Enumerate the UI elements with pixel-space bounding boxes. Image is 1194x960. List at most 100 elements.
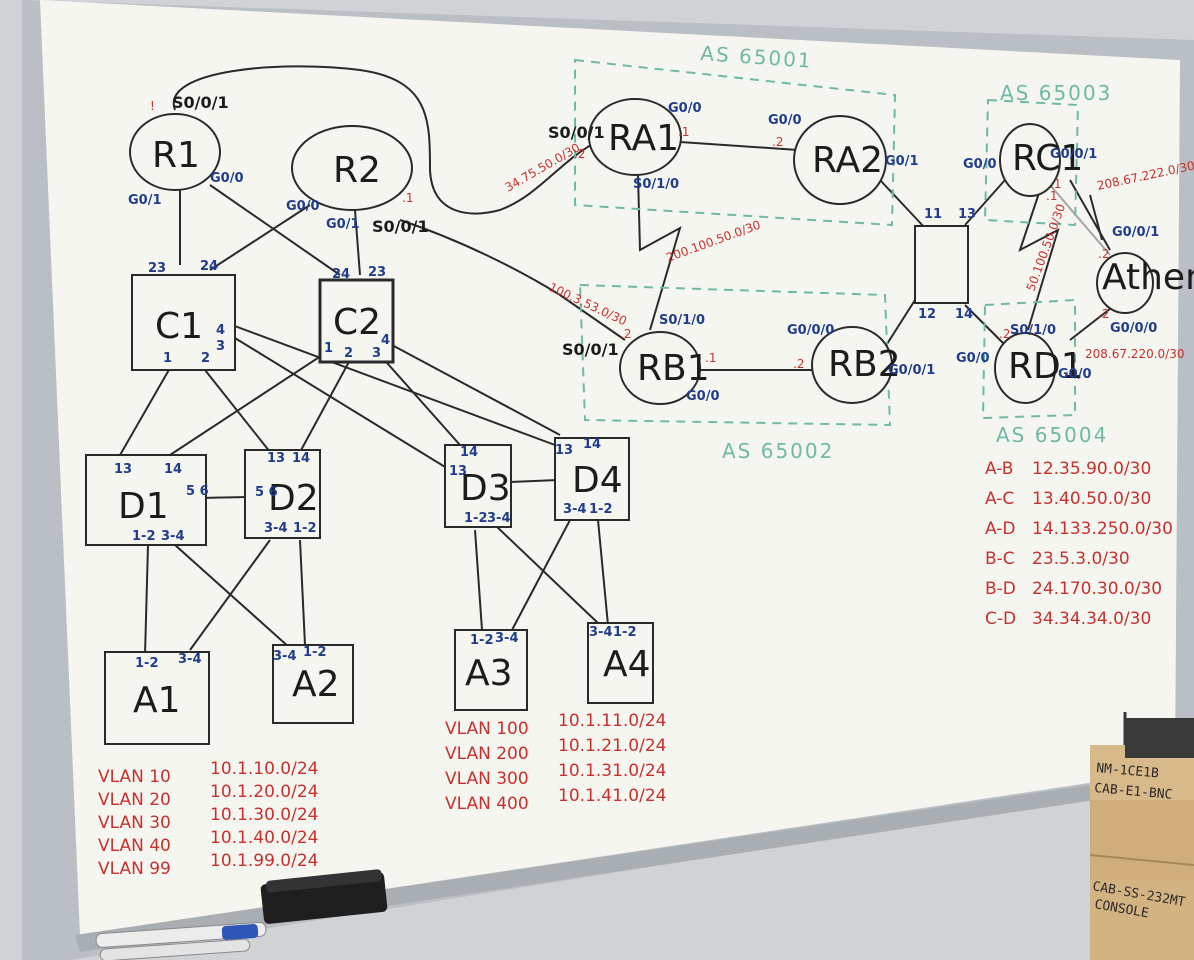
router-label: RB2	[828, 344, 901, 385]
as-link-pair: A-B	[985, 459, 1013, 479]
port-label: 4	[381, 333, 390, 348]
port-label: G0/0	[686, 389, 720, 404]
port-label: 2	[201, 351, 210, 366]
as-link-pair: B-C	[985, 549, 1015, 569]
port-label: 4	[216, 323, 225, 338]
port-label: G0/0	[210, 171, 244, 186]
serial-label: S0/0/1	[548, 123, 605, 142]
port-label: 3-4	[264, 521, 288, 536]
switch-core-as[interactable]	[914, 225, 969, 304]
vlan-subnet: 10.1.40.0/24	[210, 828, 318, 848]
switch-label: D3	[460, 468, 511, 509]
eraser[interactable]	[260, 869, 388, 924]
vlan-subnet: 10.1.21.0/24	[558, 736, 666, 756]
port-label: G0/1	[885, 154, 919, 169]
port-label: G0/0/1	[1112, 225, 1159, 240]
switch-a1[interactable]	[104, 651, 210, 745]
host-suffix: !	[150, 99, 155, 113]
switch-d2[interactable]	[244, 449, 321, 539]
port-label: 1-2	[135, 656, 159, 671]
marker[interactable]	[99, 938, 251, 960]
cardboard-boxes: NM-1CE1B CAB-E1-BNC CAB-SS-232MT CONSOLE	[1089, 712, 1194, 960]
port-label: 13	[958, 207, 976, 222]
host-suffix: .1	[705, 351, 716, 365]
port-label: 13	[114, 462, 132, 477]
port-label: 1-2	[613, 625, 637, 640]
port-label: 14	[164, 462, 182, 477]
port-label: 3-4	[273, 649, 297, 664]
switch-a2[interactable]	[272, 644, 354, 724]
as-label: AS 65003	[1000, 81, 1112, 105]
vlan-id: VLAN 300	[445, 769, 529, 789]
router-label: RA1	[608, 118, 679, 159]
port-label: 3-4	[563, 502, 587, 517]
switch-d1[interactable]	[85, 454, 207, 546]
as-label: AS 65004	[996, 423, 1108, 447]
switch-a3[interactable]	[454, 629, 528, 711]
as-link-pair: C-D	[985, 609, 1016, 629]
switch-d4[interactable]	[554, 437, 630, 521]
host-suffix: .2	[772, 135, 783, 149]
vlan-id: VLAN 20	[98, 790, 171, 810]
as-regions	[574, 58, 1080, 427]
router-rd1[interactable]	[994, 332, 1056, 404]
as-65002-region	[578, 283, 892, 427]
port-label: 24	[200, 259, 218, 274]
router-label: RD1	[1008, 346, 1084, 387]
as-link-subnet: 24.170.30.0/30	[1032, 579, 1162, 599]
router-rb2[interactable]	[811, 326, 893, 404]
port-label: G0/0	[768, 113, 802, 128]
serial-label: S0/0/1	[372, 217, 429, 236]
host-suffix: .1	[1046, 189, 1057, 203]
port-labels: G0/1 G0/0 G0/0 G0/1 23 24 24 23 1 2 3 4 …	[114, 101, 1159, 671]
as-link-subnet: 13.40.50.0/30	[1032, 489, 1151, 509]
vlan-id: VLAN 200	[445, 744, 529, 764]
port-label: 12	[918, 307, 936, 322]
port-label: 14	[583, 437, 601, 452]
port-label: 11	[924, 207, 942, 222]
port-label: 3-4	[495, 631, 519, 646]
router-r1[interactable]	[129, 113, 221, 191]
vlan-subnet: 10.1.41.0/24	[558, 786, 666, 806]
network-label: 208.67.220.0/30	[1085, 347, 1184, 361]
router-rb1[interactable]	[619, 331, 701, 405]
port-label: 3	[372, 346, 381, 361]
port-label: 23	[148, 261, 166, 276]
router-athens[interactable]	[1096, 252, 1154, 314]
port-label: G0/0	[286, 199, 320, 214]
port-label: S0/1/0	[1010, 323, 1056, 338]
port-label: 14	[955, 307, 973, 322]
router-r2[interactable]	[291, 125, 413, 211]
vlan-id: VLAN 400	[445, 794, 529, 814]
host-suffix: .2	[574, 147, 585, 161]
vlan-subnet: 10.1.11.0/24	[558, 711, 666, 731]
port-label: 1-2	[303, 645, 327, 660]
as-65003-region	[983, 98, 1080, 227]
port-label: 3-4	[487, 511, 511, 526]
router-ra1[interactable]	[588, 98, 682, 176]
router-ra2[interactable]	[793, 115, 887, 205]
host-suffix: .2	[793, 357, 804, 371]
router-rc1[interactable]	[999, 123, 1061, 197]
port-label: G0/0	[963, 157, 997, 172]
as-link-pair: A-D	[985, 519, 1015, 539]
switch-a4[interactable]	[587, 622, 654, 704]
switch-d3[interactable]	[444, 444, 512, 528]
marker[interactable]	[95, 921, 267, 948]
switch-label: C1	[155, 306, 203, 347]
as-link-subnet: 23.5.3.0/30	[1032, 549, 1130, 569]
switch-c2[interactable]	[318, 278, 395, 364]
host-suffix: .1	[1050, 177, 1061, 191]
switch-label: A3	[465, 653, 513, 694]
port-label: 24	[332, 267, 350, 282]
port-label: 1-2	[464, 511, 488, 526]
port-label: 5 6	[186, 484, 209, 499]
port-label: 1	[324, 341, 333, 356]
port-label: 13	[449, 464, 467, 479]
switch-c1[interactable]	[131, 274, 236, 371]
links	[119, 65, 1116, 656]
as-link-pair: A-C	[985, 489, 1014, 509]
